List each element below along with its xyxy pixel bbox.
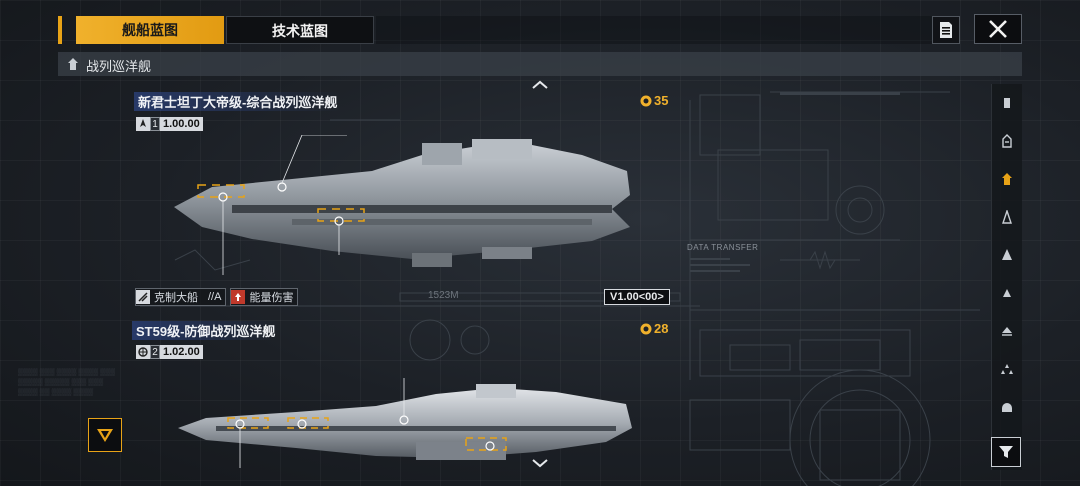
sidebar-item-module[interactable] <box>992 388 1022 426</box>
aircraft-icon <box>1001 364 1013 374</box>
destroyer-icon <box>1002 249 1012 260</box>
scroll-down-chevron-icon[interactable] <box>531 458 549 468</box>
faint-background-text: ▒▒▒▒ ▒▒▒ ▒▒▒▒ ▒▒▒▒ ▒▒▒▒▒▒▒▒ ▒▒▒▒▒ ▒▒▒ ▒▒… <box>18 369 116 396</box>
energy-damage-icon <box>231 290 246 304</box>
tag-energy-damage: 能量伤害 <box>230 288 299 306</box>
sidebar-item-battlecruiser[interactable] <box>992 160 1022 198</box>
sidebar-item-aircraft[interactable] <box>992 350 1022 388</box>
sidebar-item-cruiser[interactable] <box>992 198 1022 236</box>
ship-id-badge: 1 1.00.00 <box>136 116 203 132</box>
ship-image <box>174 135 630 275</box>
ship-name: ST59级-防御战列巡洋舰 <box>132 321 280 340</box>
tag-label: 能量伤害 <box>249 292 294 304</box>
ship-name: 新君士坦丁大帝级-综合战列巡洋舰 <box>134 92 342 111</box>
top-bar-strip <box>376 16 932 44</box>
ship-version-code: 1.02.00 <box>160 345 203 359</box>
ship-cost: 35 <box>640 93 668 108</box>
ship-class-icon <box>136 117 150 131</box>
top-accent-bar <box>58 16 62 44</box>
sidebar-item-station[interactable] <box>992 84 1022 122</box>
carrier-icon <box>1002 134 1012 148</box>
ship-image <box>178 378 632 468</box>
ship-badge-number: 2 <box>150 345 160 359</box>
triangle-down-icon <box>97 429 113 442</box>
battlecruiser-icon <box>1002 173 1012 185</box>
ship-class-icon <box>136 345 150 359</box>
document-icon <box>940 22 952 38</box>
tag-large-ship: 克制大船 //A <box>135 288 227 306</box>
station-icon <box>1004 98 1010 108</box>
ship-card[interactable]: ST59级-防御战列巡洋舰 2 1.02.00 28 <box>132 318 672 478</box>
ship-id-badge: 2 1.02.00 <box>136 344 203 360</box>
ship-tags: 克制大船 //A 能量伤害 <box>135 288 299 306</box>
cost-icon <box>640 323 652 334</box>
sidebar-item-destroyer[interactable] <box>992 236 1022 274</box>
battlecruiser-icon <box>68 58 78 70</box>
ship-type-sidebar <box>991 84 1022 470</box>
ship-cost: 28 <box>640 321 668 336</box>
ship-version-code: 1.00.00 <box>160 117 203 131</box>
sidebar-item-corvette[interactable] <box>992 312 1022 350</box>
top-bar: 舰船蓝图 技术蓝图 <box>58 14 1022 46</box>
document-button[interactable] <box>932 16 960 44</box>
module-icon <box>1002 403 1012 412</box>
cruiser-icon <box>1002 210 1012 224</box>
filter-icon <box>999 446 1013 458</box>
ship-badge-number: 1 <box>150 117 160 131</box>
corvette-icon <box>1002 327 1012 336</box>
ship-cost-value: 35 <box>654 93 669 108</box>
sidebar-item-carrier[interactable] <box>992 122 1022 160</box>
filter-button[interactable] <box>991 437 1021 467</box>
tab-tech-blueprint[interactable]: 技术蓝图 <box>226 16 374 44</box>
collapse-toggle-button[interactable] <box>88 418 122 452</box>
tag-grade: //A <box>208 291 222 303</box>
data-transfer-label: DATA TRANSFER <box>687 243 759 252</box>
tab-ship-blueprint[interactable]: 舰船蓝图 <box>76 16 224 44</box>
cost-icon <box>640 95 652 106</box>
large-ship-icon <box>136 290 150 304</box>
ship-version: V1.00<00> <box>604 289 670 305</box>
close-icon <box>989 20 1007 38</box>
category-label: 战列巡洋舰 <box>86 59 152 74</box>
ship-length: 1523M <box>428 290 459 301</box>
tag-label: 克制大船 <box>154 292 198 304</box>
ship-card[interactable]: 新君士坦丁大帝级-综合战列巡洋舰 1 1.00.00 35 <box>132 90 672 306</box>
ship-cost-value: 28 <box>654 321 669 336</box>
close-button[interactable] <box>974 14 1022 44</box>
sidebar-item-frigate[interactable] <box>992 274 1022 312</box>
category-header: 战列巡洋舰 <box>58 52 1022 76</box>
scroll-up-chevron-icon[interactable] <box>531 80 549 90</box>
frigate-icon <box>1003 289 1011 297</box>
